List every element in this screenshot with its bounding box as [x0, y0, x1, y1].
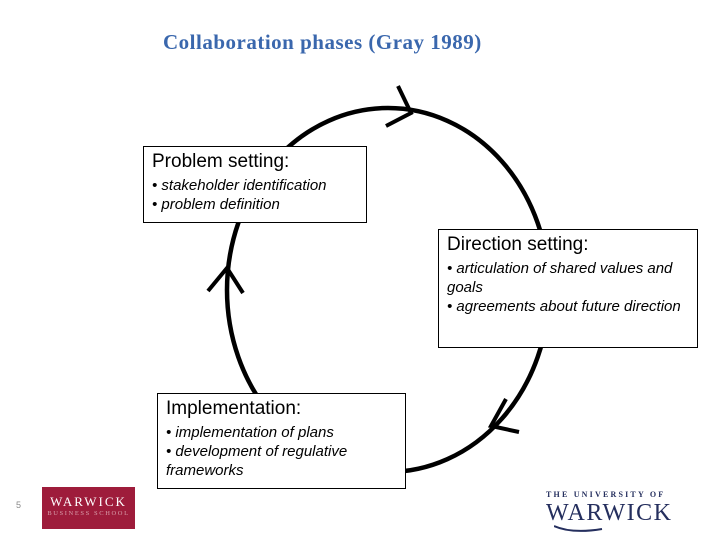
- page-number: 5: [16, 500, 22, 510]
- phase-bullet: • agreements about future direction: [447, 297, 681, 315]
- phase-bullet: • problem definition: [152, 195, 280, 213]
- arrow-top-clockwise-icon: [385, 85, 414, 128]
- wbs-logo-wordmark: WARWICK: [50, 494, 127, 509]
- phase-box-problem-setting: Problem setting: • stakeholder identific…: [143, 146, 367, 223]
- uow-logo-wordmark: WARWICK: [546, 499, 673, 526]
- uow-logo-swoosh-icon: [554, 525, 603, 532]
- phase-bullet: • stakeholder identification: [152, 176, 327, 194]
- arrow-left-up-icon: [206, 264, 245, 295]
- uow-logo-subtext: THE UNIVERSITY OF: [546, 490, 666, 499]
- phase-heading: Implementation:: [166, 398, 302, 419]
- phase-bullet: • implementation of plans: [166, 423, 334, 441]
- phase-box-direction-setting: Direction setting: • articulation of sha…: [438, 229, 698, 348]
- phase-bullet: • articulation of shared values and goal…: [447, 259, 673, 296]
- phase-box-implementation: Implementation: • implementation of plan…: [157, 393, 406, 489]
- phase-bullet: • development of regulative frameworks: [166, 442, 348, 479]
- arrow-bottomright-down-icon: [487, 398, 520, 434]
- wbs-logo-subtext: BUSINESS SCHOOL: [47, 510, 130, 518]
- phase-heading: Direction setting:: [447, 234, 589, 255]
- warwick-business-school-logo: WARWICK BUSINESS SCHOOL: [42, 487, 135, 529]
- slide-title: Collaboration phases (Gray 1989): [163, 30, 482, 54]
- phase-heading: Problem setting:: [152, 151, 290, 172]
- university-of-warwick-logo: THE UNIVERSITY OF WARWICK: [546, 490, 716, 532]
